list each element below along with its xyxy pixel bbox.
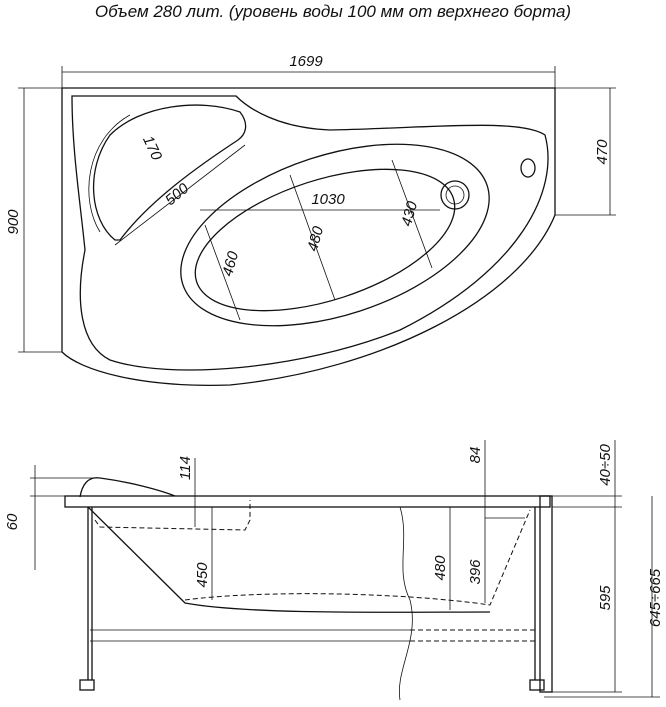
dim-width: 900 xyxy=(5,209,22,235)
dim-length: 1699 xyxy=(289,53,323,70)
dim-basin-length: 1030 xyxy=(311,191,345,208)
rim xyxy=(64,495,551,508)
dim-rim-thickness: 60 xyxy=(4,513,21,530)
dim-basin-left-width: 460 xyxy=(219,249,242,278)
headrest xyxy=(93,104,247,241)
headrest-profile xyxy=(79,477,176,498)
tub-outline xyxy=(61,87,556,386)
tub-inner-rim xyxy=(71,95,549,371)
dim-basin-right-width: 430 xyxy=(398,199,421,228)
drawing-title: Объем 280 лит. (уровень воды 100 мм от в… xyxy=(94,2,572,21)
foot-right xyxy=(529,679,545,691)
dim-panel-height: 595 xyxy=(597,585,614,611)
dim-headrest-depth: 114 xyxy=(177,456,194,480)
plan-view xyxy=(18,66,616,386)
tub-left-wall xyxy=(87,506,491,613)
dim-depth-center: 480 xyxy=(432,555,449,581)
dim-total-height: 645÷665 xyxy=(647,568,664,627)
foot-left xyxy=(79,679,95,691)
dim-leg-adjust: 40÷50 xyxy=(597,444,614,486)
front-panel xyxy=(539,495,553,693)
basin-outer xyxy=(180,143,490,327)
dim-right-width: 470 xyxy=(594,139,611,165)
dim-headrest-width: 170 xyxy=(139,133,165,163)
overflow xyxy=(520,158,536,178)
dim-depth-left: 450 xyxy=(194,562,211,588)
dim-basin-width: 480 xyxy=(304,224,327,253)
drain xyxy=(440,180,470,210)
basin-inner xyxy=(194,168,456,312)
side-view xyxy=(30,440,660,701)
dim-depth-right: 396 xyxy=(467,559,484,585)
dim-overflow-offset: 84 xyxy=(467,447,484,464)
dim-headrest-length: 500 xyxy=(162,180,193,210)
